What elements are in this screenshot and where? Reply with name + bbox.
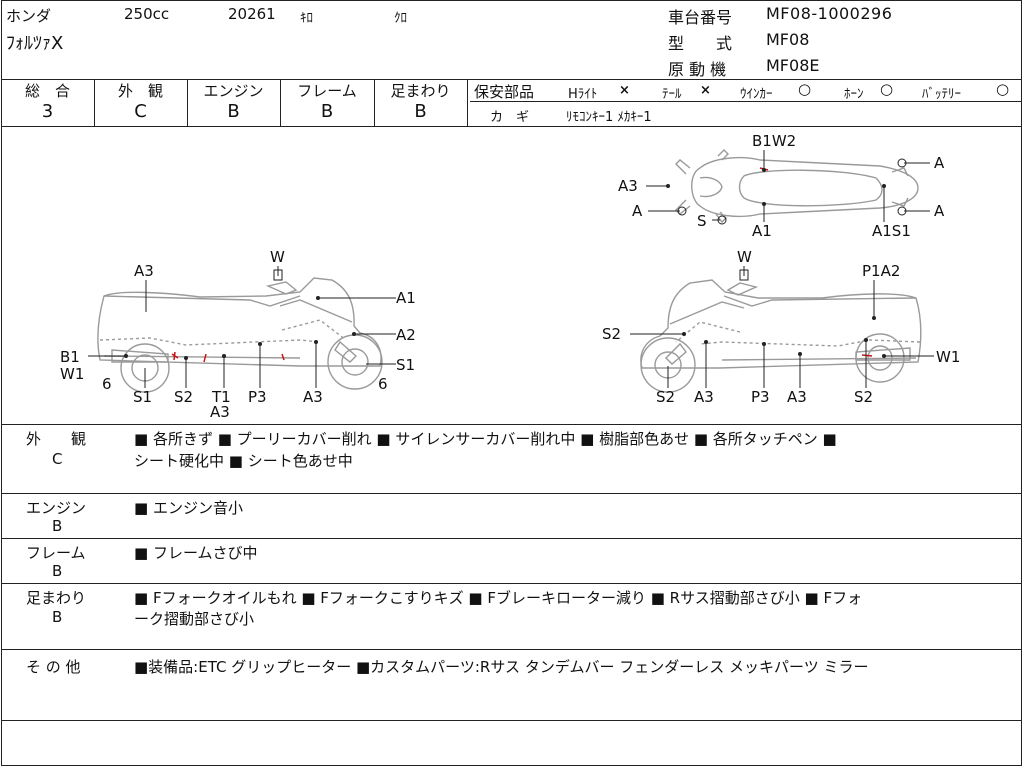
frame-grade-label: フレーム: [297, 82, 357, 100]
remarks-suspension-grade: B: [52, 608, 63, 626]
frame-grade-value: B: [320, 101, 334, 122]
remarks-engine-text: ■ エンジン音小: [134, 499, 243, 517]
label-top-a1s1: A1S1: [872, 222, 911, 240]
label-left-a3-mid: A3: [303, 388, 323, 406]
label-left-p3: P3: [248, 388, 267, 406]
label-left-w: W: [270, 248, 285, 266]
type-label: 型 式: [668, 34, 733, 53]
label-left-a3-bottom: A3: [210, 403, 230, 421]
maker: ホンダ: [6, 7, 52, 25]
label-left-s2: S2: [174, 388, 193, 406]
headlight-mark: ×: [619, 83, 630, 98]
remarks-other-text: ■装備品:ETC グリップヒーター ■カスタムパーツ:Rサス タンデムバー フェ…: [134, 658, 869, 676]
remarks-other-label: そ の 他: [26, 658, 81, 676]
overall-label: 総 合: [24, 82, 70, 100]
frame-no: MF08-1000296: [766, 4, 893, 23]
remarks-suspension-label: 足まわり: [26, 589, 87, 607]
suspension-grade-value: B: [414, 101, 427, 122]
suspension-grade-label: 足まわり: [390, 82, 451, 100]
label-left-b1: B1: [60, 348, 80, 366]
overall-value: 3: [41, 101, 54, 122]
mileage: 20261: [228, 5, 276, 23]
remarks-exterior-line1: ■ 各所きず ■ プーリーカバー削れ ■ サイレンサーカバー削れ中 ■ 樹脂部色…: [134, 430, 837, 448]
label-right-a3-2: A3: [787, 388, 807, 406]
label-left-w1: W1: [60, 365, 84, 383]
color: ｸﾛ: [394, 11, 407, 26]
tail-mark: ×: [700, 83, 711, 98]
remarks-frame-label: フレーム: [26, 544, 86, 562]
safety-label: 保安部品: [474, 83, 535, 101]
label-left-s1-right: S1: [396, 356, 415, 374]
engine-value: MF08E: [766, 56, 820, 75]
mileage-unit: ｷﾛ: [300, 11, 313, 26]
remarks-suspension-line2: ーク摺動部さび小: [134, 610, 255, 628]
remarks-exterior-label: 外 観: [26, 430, 87, 448]
frame-no-label: 車台番号: [668, 8, 733, 27]
battery-mark: ○: [996, 80, 1010, 98]
label-top-a1: A1: [752, 222, 772, 240]
key-value: ﾘﾓｺﾝｷｰ1 ﾒｶｷｰ1: [566, 110, 652, 125]
label-top-b1w2: B1W2: [752, 132, 796, 150]
label-left-six-left: 6: [102, 375, 112, 393]
label-left-t1: T1: [211, 388, 231, 406]
exterior-grade-value: C: [134, 101, 147, 122]
remarks-engine-grade: B: [52, 517, 63, 535]
label-right-p1a2: P1A2: [862, 262, 900, 280]
type-value: MF08: [766, 30, 810, 49]
label-right-w1: W1: [936, 348, 960, 366]
winker-label: ｳｲﾝｶｰ: [740, 87, 773, 102]
label-top-a3: A3: [618, 177, 638, 195]
damage-diagram: B1W2 A3 A S A1 A1S1 A A W A3 A1 A2 B1 W1…: [60, 132, 960, 421]
remarks-frame-text: ■ フレームさび中: [134, 544, 258, 562]
label-left-a3: A3: [134, 262, 154, 280]
label-left-a2: A2: [396, 326, 416, 344]
label-right-w: W: [737, 248, 752, 266]
label-right-s2-left: S2: [602, 325, 621, 343]
label-top-s: S: [697, 212, 707, 230]
label-left-six-right: 6: [378, 375, 388, 393]
label-right-s2: S2: [656, 388, 675, 406]
winker-mark: ○: [798, 80, 812, 98]
horn-label: ﾎｰﾝ: [844, 87, 864, 102]
label-top-a-left-down: A: [632, 202, 643, 220]
remarks-exterior-grade: C: [52, 450, 63, 468]
engine-label: 原 動 機: [668, 60, 727, 79]
label-right-a3: A3: [694, 388, 714, 406]
displacement: 250cc: [124, 5, 170, 23]
engine-grade-value: B: [227, 101, 240, 122]
tail-label: ﾃｰﾙ: [662, 87, 682, 102]
remarks-exterior-line2: シート硬化中 ■ シート色あせ中: [134, 452, 353, 470]
engine-grade-label: エンジン: [203, 82, 264, 100]
key-label: カ ギ: [490, 110, 530, 125]
label-top-a-right-down: A: [934, 202, 945, 220]
remarks-suspension-line1: ■ Fフォークオイルもれ ■ Fフォークこすりキズ ■ Fブレーキローター減り …: [134, 589, 863, 607]
label-top-a-right-up: A: [934, 154, 945, 172]
label-left-s1: S1: [133, 388, 152, 406]
exterior-grade-label: 外 観: [117, 82, 163, 100]
headlight-label: Hﾗｲﾄ: [568, 87, 598, 102]
remarks-engine-label: エンジン: [26, 499, 87, 517]
horn-mark: ○: [880, 80, 894, 98]
remarks-frame-grade: B: [52, 562, 63, 580]
label-left-a1: A1: [396, 289, 416, 307]
model-name: ﾌｫﾙﾂｧX: [6, 33, 64, 54]
label-right-s2-right: S2: [854, 388, 873, 406]
label-right-p3: P3: [751, 388, 770, 406]
battery-label: ﾊﾞｯﾃﾘｰ: [922, 87, 961, 102]
